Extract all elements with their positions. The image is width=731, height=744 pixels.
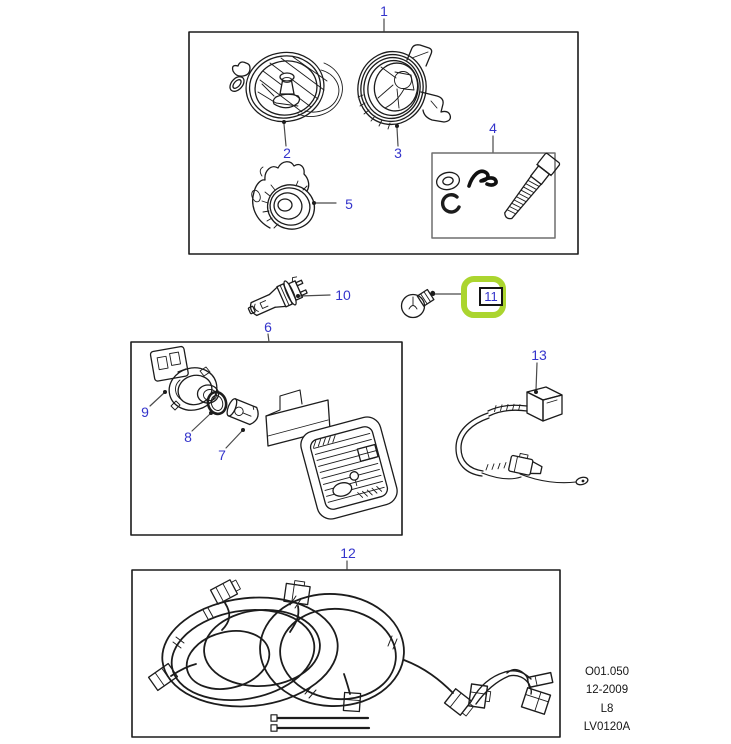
bulb-holder-drawing [149,345,220,411]
plate-code-line: L8 [600,702,614,715]
plate-code-line: LV0120A [583,721,631,734]
callout-11[interactable]: 11 [479,287,503,306]
link-lead-drawing [455,386,589,486]
callout-1[interactable]: 1 [380,3,388,19]
group-box-kit-1 [188,31,579,255]
callout-8[interactable]: 8 [184,429,192,445]
callout-5[interactable]: 5 [345,196,353,212]
group-box-harness-12 [131,569,561,738]
callout-12[interactable]: 12 [340,545,356,561]
callout-10[interactable]: 10 [335,287,351,303]
fog-lamp-rear-drawing [357,44,452,130]
callout-9[interactable]: 9 [141,404,149,420]
bolt-drawing [504,152,561,220]
group-box-lamp-switch-6 [130,341,403,536]
plate-code-block: O01.050 12-2009 L8 LV0120A [557,663,657,737]
fog-lamp-front-drawing [229,51,343,123]
callout-3[interactable]: 3 [394,145,402,161]
fog-lamp-switch-drawing [265,389,398,520]
seal-ring-drawing [206,390,228,416]
leader-lines [149,18,538,570]
callout-2[interactable]: 2 [283,145,291,161]
plate-code-line: 12-2009 [585,684,629,697]
plate-code-line: O01.050 [584,666,630,678]
halogen-bulb-drawing [247,276,308,317]
selection-highlight-ring [461,276,506,318]
callout-4[interactable]: 4 [489,120,497,136]
callout-13[interactable]: 13 [531,347,547,363]
main-harness-drawing [147,579,554,732]
r-clip-drawing [467,169,498,188]
c-clip-drawing [440,193,461,214]
callout-6[interactable]: 6 [264,319,272,335]
callout-7[interactable]: 7 [218,447,226,463]
lamp-housing-drawing [251,161,316,230]
bulb-7-drawing [226,398,259,426]
fixing-kit-drawing [435,152,561,220]
cable-ties-drawing [275,716,371,730]
group-box-fixings-4 [431,152,556,239]
bulb-11-drawing [400,288,436,319]
